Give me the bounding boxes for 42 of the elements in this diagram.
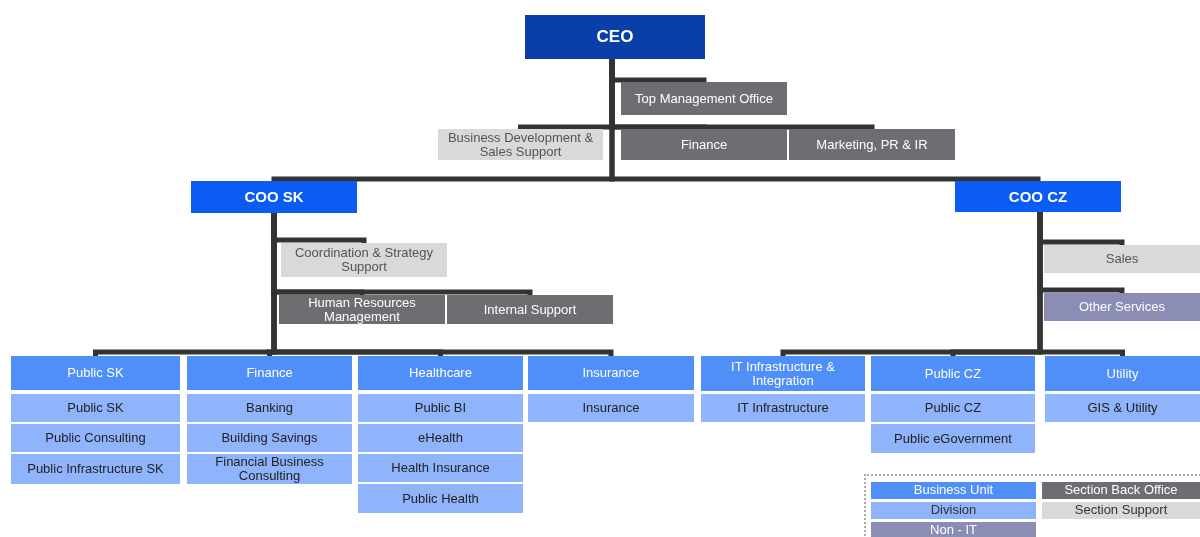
legend-key: Business Unit: [871, 482, 1036, 499]
division-box: Health Insurance: [358, 454, 523, 482]
connector-line: [609, 59, 1041, 184]
back-office-box: Human Resources Management: [279, 295, 445, 324]
back-office-box: Finance: [621, 129, 787, 160]
non-it-box: Other Services: [1044, 293, 1200, 321]
legend-key: Section Back Office: [1042, 482, 1200, 499]
executive-box: COO CZ: [955, 181, 1121, 212]
connector-line: [1037, 212, 1125, 356]
legend-key: Non - IT: [871, 522, 1036, 537]
back-office-box: Marketing, PR & IR: [789, 129, 955, 160]
support-box: Coordination & Strategy Support: [281, 243, 447, 277]
division-box: Public Infrastructure SK: [11, 454, 180, 484]
business-unit-box: IT Infrastructure & Integration: [701, 356, 865, 391]
division-box: Insurance: [528, 394, 694, 422]
back-office-box: Top Management Office: [621, 82, 787, 115]
back-office-box: Internal Support: [447, 295, 613, 324]
division-box: Public SK: [11, 394, 180, 422]
business-unit-box: Public CZ: [871, 356, 1035, 391]
business-unit-box: Utility: [1045, 356, 1200, 391]
support-box: Business Development & Sales Support: [438, 129, 603, 160]
business-unit-box: Finance: [187, 356, 352, 390]
business-unit-box: Healthcare: [358, 356, 523, 390]
division-box: Public CZ: [871, 394, 1035, 422]
division-box: Public eGovernment: [871, 424, 1035, 453]
division-box: Building Savings: [187, 424, 352, 452]
division-box: GIS & Utility: [1045, 394, 1200, 422]
executive-box: CEO: [525, 15, 705, 59]
division-box: Public Consulting: [11, 424, 180, 452]
division-box: Public Health: [358, 484, 523, 513]
connector-line: [271, 213, 614, 357]
division-box: eHealth: [358, 424, 523, 452]
executive-box: COO SK: [191, 181, 357, 213]
business-unit-box: Insurance: [528, 356, 694, 390]
division-box: Financial Business Consulting: [187, 454, 352, 484]
division-box: IT Infrastructure: [701, 394, 865, 422]
legend-key: Division: [871, 502, 1036, 519]
division-box: Banking: [187, 394, 352, 422]
legend-key: Section Support: [1042, 502, 1200, 519]
division-box: Public BI: [358, 394, 523, 422]
business-unit-box: Public SK: [11, 356, 180, 390]
support-box: Sales: [1044, 245, 1200, 273]
